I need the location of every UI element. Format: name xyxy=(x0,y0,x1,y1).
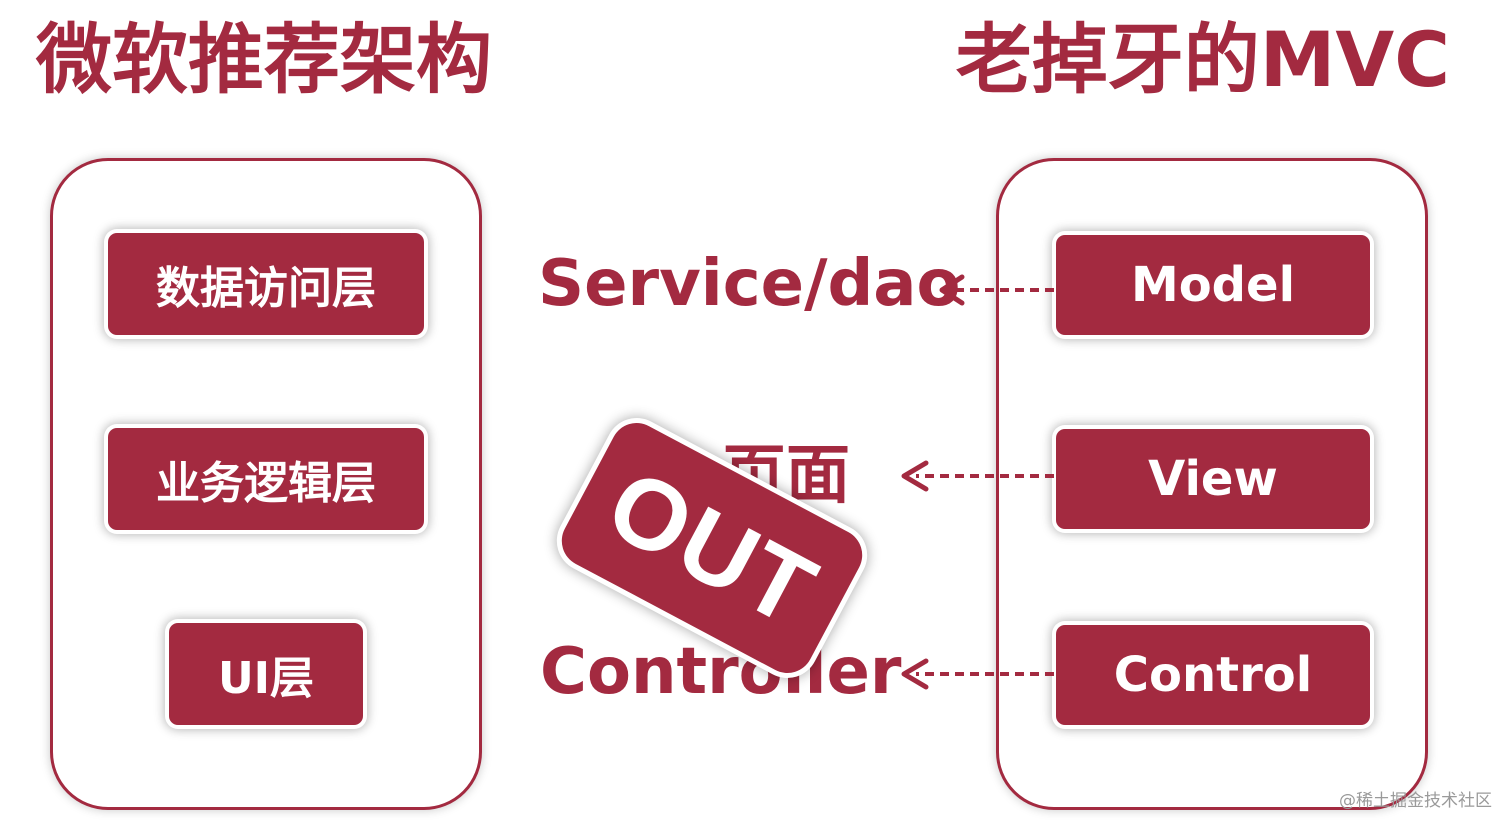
ui-layer-box: UI层 xyxy=(169,623,363,725)
service-dao-label: Service/dao xyxy=(538,247,961,321)
watermark: @稀土掘金技术社区 xyxy=(1339,791,1492,811)
view-box: View xyxy=(1056,429,1370,529)
data-access-layer-box: 数据访问层 xyxy=(108,233,424,335)
model-box: Model xyxy=(1056,235,1370,335)
control-box: Control xyxy=(1056,625,1370,725)
right-title: 老掉牙的MVC xyxy=(955,15,1450,104)
business-logic-layer-box: 业务逻辑层 xyxy=(108,428,424,530)
model-to-service-arrow xyxy=(939,274,1054,306)
control-to-controller-arrow xyxy=(901,658,1054,690)
controller-label: Controller xyxy=(540,635,902,709)
view-to-page-arrow xyxy=(901,460,1054,492)
left-title: 微软推荐架构 xyxy=(36,15,492,104)
